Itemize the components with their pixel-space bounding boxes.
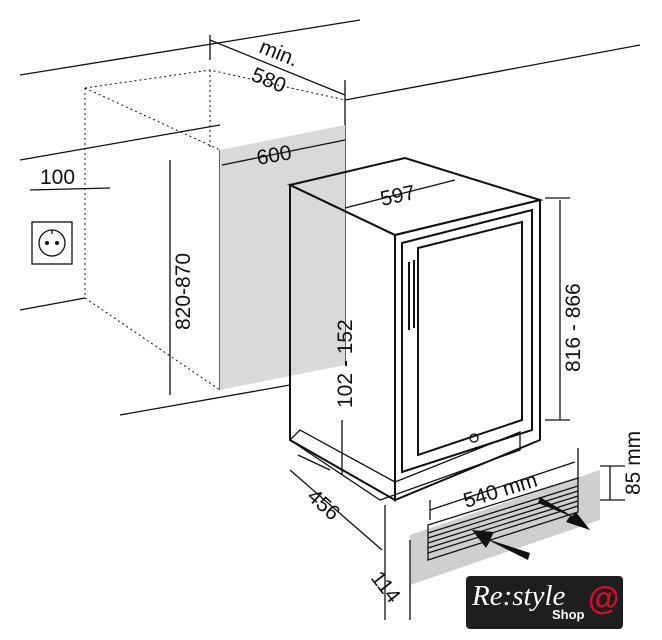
logo-sub: Shop — [552, 607, 585, 622]
dim-appliance-width: 597 — [378, 181, 417, 211]
dim-niche-depth-min: 580 — [248, 63, 289, 97]
logo-text: Re:style — [472, 580, 566, 612]
dim-niche-height: 820-870 — [172, 253, 195, 330]
ventilation-grille — [410, 470, 600, 585]
dim-vent-height: 85 mm — [622, 431, 645, 495]
airflow-in-arrow-icon — [472, 530, 530, 560]
power-socket-icon — [31, 221, 73, 265]
dim-appliance-depth: 456 — [303, 485, 344, 526]
airflow-out-arrow-icon — [538, 497, 590, 530]
logo-at-icon: @ — [588, 580, 620, 616]
wine-cooler — [286, 156, 544, 502]
dim-socket-offset: 100 — [40, 166, 75, 189]
restyle-shop-logo: Re:style Shop @ — [466, 576, 623, 629]
dimension-lines — [29, 35, 625, 620]
niche-back-wall — [220, 125, 345, 390]
dim-plinth-setback: 114 — [366, 567, 405, 608]
dim-plinth-height: 102 - 152 — [334, 319, 357, 408]
niche-outline — [84, 69, 346, 391]
glass-door — [401, 208, 533, 474]
plinth — [288, 429, 521, 501]
dim-appliance-height: 816 - 866 — [562, 283, 585, 372]
